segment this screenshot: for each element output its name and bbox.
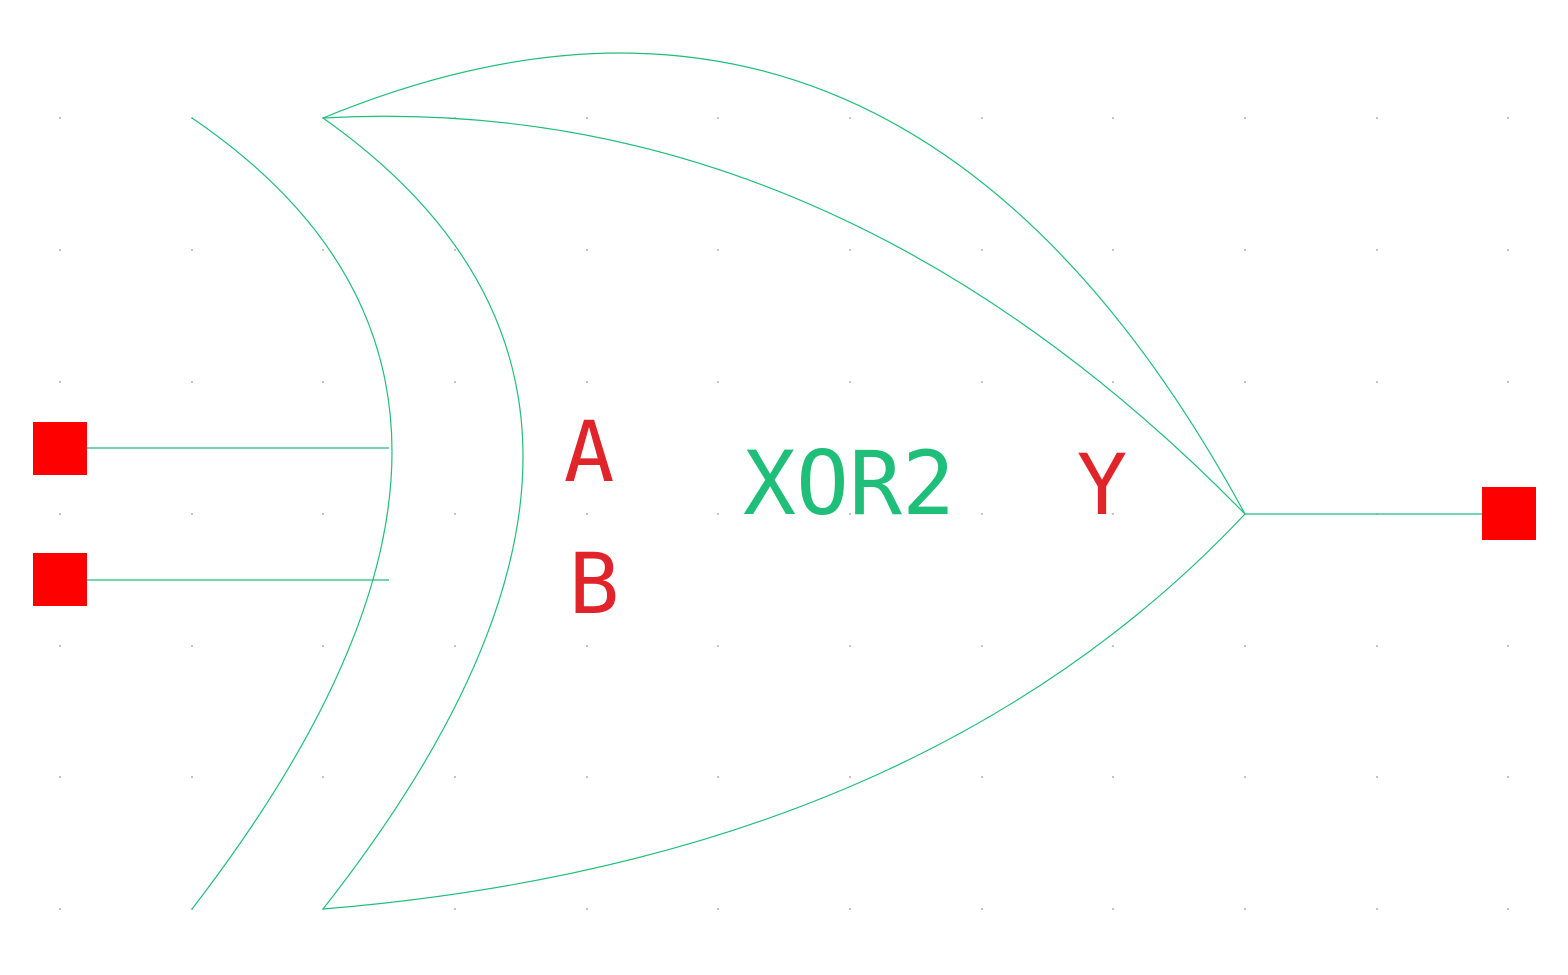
gate-top-inner-curve: [322, 115, 1246, 515]
grid-dot: [1507, 381, 1509, 383]
grid-dot: [717, 117, 719, 119]
grid-dot: [454, 645, 456, 647]
grid-dot: [59, 249, 61, 251]
grid-dot: [1376, 249, 1378, 251]
grid-dot: [1244, 249, 1246, 251]
grid-dot: [849, 908, 851, 910]
grid-dot: [1244, 645, 1246, 647]
grid-dot: [1244, 776, 1246, 778]
grid-dot: [717, 381, 719, 383]
grid-dot: [1112, 381, 1114, 383]
grid-dot: [1244, 117, 1246, 119]
grid-dot: [1507, 908, 1509, 910]
gate-bottom-curve: [322, 513, 1246, 910]
grid-dot: [1376, 117, 1378, 119]
grid-dot: [586, 117, 588, 119]
grid-dot: [322, 776, 324, 778]
grid-dot: [1112, 776, 1114, 778]
grid-dot: [59, 776, 61, 778]
grid-dot: [586, 908, 588, 910]
grid-dot: [586, 513, 588, 515]
wires: [86, 447, 1482, 581]
grid-dot: [1244, 381, 1246, 383]
xor-extra-input-arc: [191, 117, 393, 910]
grid-dot: [454, 513, 456, 515]
grid-dot: [981, 117, 983, 119]
gate-top-outer-curve: [322, 52, 1246, 515]
pin-label-b: B: [569, 535, 620, 633]
grid-dot: [322, 513, 324, 515]
grid-dot: [191, 645, 193, 647]
grid-dot: [981, 908, 983, 910]
grid-dot: [454, 908, 456, 910]
grid-dot: [322, 381, 324, 383]
grid-dot: [1112, 645, 1114, 647]
grid-dot: [586, 645, 588, 647]
grid-dot: [1112, 908, 1114, 910]
grid-dot: [849, 249, 851, 251]
grid-dot: [981, 381, 983, 383]
grid-dot: [1112, 249, 1114, 251]
grid-dot: [1376, 908, 1378, 910]
grid-dot: [981, 249, 983, 251]
grid-dot: [191, 381, 193, 383]
grid-dot: [1112, 513, 1114, 515]
cell-name-label: XOR2: [743, 432, 955, 535]
grid-dot: [1507, 249, 1509, 251]
grid-dot: [981, 776, 983, 778]
grid-dot: [586, 249, 588, 251]
grid-dot: [1376, 776, 1378, 778]
grid-dot: [1112, 117, 1114, 119]
pin-marker-a[interactable]: [33, 422, 87, 475]
grid-dot: [322, 249, 324, 251]
grid-dot: [981, 645, 983, 647]
grid-dot: [717, 513, 719, 515]
grid-dot: [59, 513, 61, 515]
grid-dot: [717, 249, 719, 251]
grid-dot: [849, 381, 851, 383]
grid-dot: [59, 645, 61, 647]
xor-gate-symbol[interactable]: [191, 52, 1246, 910]
grid-dot: [849, 117, 851, 119]
grid-dot: [1507, 776, 1509, 778]
grid-dot: [849, 776, 851, 778]
grid-dot: [59, 117, 61, 119]
grid-dot: [1507, 645, 1509, 647]
grid-dot: [586, 381, 588, 383]
grid-dot: [454, 776, 456, 778]
grid-dot: [1244, 908, 1246, 910]
grid-dot: [717, 908, 719, 910]
grid-dot: [191, 776, 193, 778]
pin-label-y: Y: [1077, 436, 1128, 534]
pin-marker-y[interactable]: [1482, 487, 1536, 540]
grid-dot: [191, 249, 193, 251]
grid-dot: [191, 513, 193, 515]
grid-dot: [849, 513, 851, 515]
grid-dot: [849, 645, 851, 647]
grid-dot: [59, 908, 61, 910]
grid-dot: [586, 776, 588, 778]
pin-marker-b[interactable]: [33, 553, 87, 606]
grid-dot: [454, 249, 456, 251]
grid-dot: [717, 776, 719, 778]
pin-label-a: A: [564, 403, 615, 501]
grid-dot: [1376, 645, 1378, 647]
grid-dot: [717, 645, 719, 647]
grid-dot: [322, 645, 324, 647]
grid-dot: [1507, 117, 1509, 119]
grid-dot: [1376, 381, 1378, 383]
grid-dot: [59, 381, 61, 383]
grid-dot: [981, 513, 983, 515]
gate-back-curve: [322, 117, 524, 910]
grid-dot: [454, 381, 456, 383]
grid-dots: [59, 117, 1509, 910]
